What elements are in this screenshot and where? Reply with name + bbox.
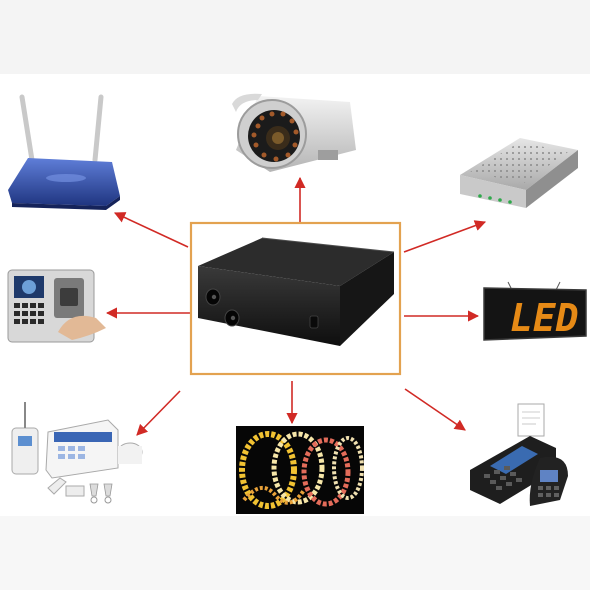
modem-icon [460, 138, 578, 208]
bullet-camera-icon [232, 93, 356, 172]
led-strip-reels-icon [236, 426, 364, 514]
fingerprint-time-clock-icon [7, 269, 106, 343]
led-sign-icon: LED [483, 281, 587, 341]
bottom-band [0, 516, 590, 590]
top-band [0, 0, 590, 74]
arrow-to-router [113, 212, 189, 248]
mini-dc-ups-icon [198, 237, 395, 346]
wifi-router-icon [8, 94, 120, 210]
arrow-to-alarm [136, 390, 181, 436]
arrow-to-pos [404, 388, 466, 431]
connector-arrows [105, 176, 487, 436]
arrow-to-modem [403, 220, 487, 253]
alarm-kit-icon [11, 402, 143, 504]
pos-terminal-icon [470, 403, 568, 506]
led-sign-text: LED [510, 296, 579, 340]
